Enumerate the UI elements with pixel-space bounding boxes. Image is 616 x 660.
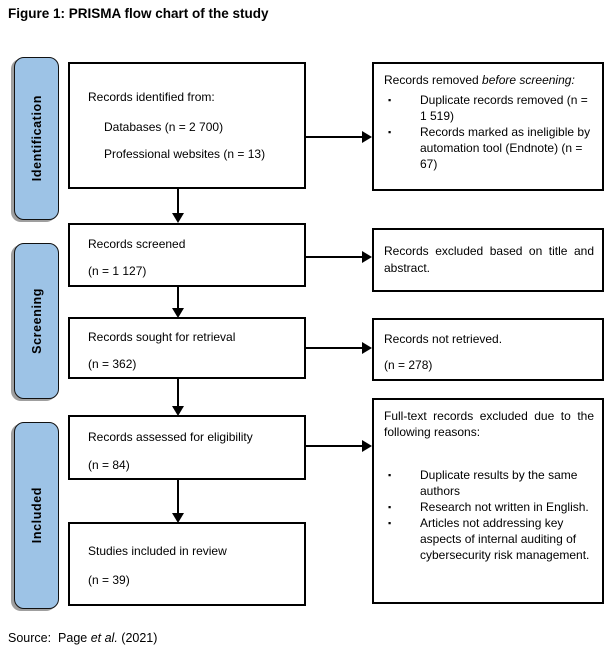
records-identified-databases: Databases (n = 2 700) (104, 120, 224, 134)
arrow-right-identified-to-removed (306, 131, 372, 143)
studies-included-count: (n = 39) (88, 573, 130, 587)
bullet-not-english: ▪ Research not written in English. (384, 499, 594, 515)
box-records-removed: Records removed before screening: ▪ Dupl… (372, 62, 604, 191)
records-screened-label: Records screened (88, 237, 186, 251)
records-sought-label: Records sought for retrieval (88, 330, 236, 344)
fulltext-excluded-bullets: ▪ Duplicate results by the same authors … (384, 467, 594, 563)
bullet-square-icon: ▪ (388, 95, 392, 105)
box-studies-included: Studies included in review (n = 39) (68, 522, 306, 606)
records-screened-count: (n = 1 127) (88, 264, 147, 278)
records-not-retrieved-count: (n = 278) (384, 358, 433, 372)
studies-included-label: Studies included in review (88, 544, 227, 558)
bullet-duplicate-results: ▪ Duplicate results by the same authors (384, 467, 594, 499)
box-records-screened: Records screened (n = 1 127) (68, 223, 306, 287)
bullet-square-icon: ▪ (388, 518, 392, 528)
stage-identification-label: Identification (29, 95, 44, 182)
arrow-down-assessed-to-included (172, 480, 184, 523)
stage-identification: Identification (14, 57, 59, 220)
box-records-sought: Records sought for retrieval (n = 362) (68, 317, 306, 379)
source-citation: Source: Page et al. (2021) (8, 631, 158, 645)
stage-screening-label: Screening (29, 288, 44, 354)
records-identified-heading: Records identified from: (88, 90, 215, 104)
arrow-right-screened-to-excluded (306, 251, 372, 263)
box-records-not-retrieved: Records not retrieved. (n = 278) (372, 318, 604, 381)
box-fulltext-excluded: Full-text records excluded due to the fo… (372, 398, 604, 604)
records-excluded-title-text: Records excluded based on title and abst… (384, 244, 598, 275)
arrow-right-sought-to-not-retrieved (306, 342, 372, 354)
records-sought-count: (n = 362) (88, 357, 137, 371)
box-records-assessed: Records assessed for eligibility (n = 84… (68, 415, 306, 480)
bullet-square-icon: ▪ (388, 127, 392, 137)
bullet-square-icon: ▪ (388, 502, 392, 512)
stage-included: Included (14, 422, 59, 609)
figure-title: Figure 1: PRISMA flow chart of the study (8, 6, 269, 21)
stage-screening: Screening (14, 243, 59, 399)
bullet-square-icon: ▪ (388, 470, 392, 480)
bullet-not-addressing-key-aspects: ▪ Articles not addressing key aspects of… (384, 515, 594, 563)
bullet-automation-ineligible: ▪ Records marked as ineligible by automa… (384, 124, 594, 172)
bullet-duplicates-removed: ▪ Duplicate records removed (n = 1 519) (384, 92, 594, 124)
records-not-retrieved-label: Records not retrieved. (384, 332, 503, 346)
box-records-identified: Records identified from: Databases (n = … (68, 62, 306, 189)
stage-included-label: Included (29, 487, 44, 544)
records-assessed-label: Records assessed for eligibility (88, 430, 253, 444)
box-records-excluded-title: Records excluded based on title and abst… (372, 228, 604, 292)
records-identified-websites: Professional websites (n = 13) (104, 147, 266, 161)
records-removed-bullets: ▪ Duplicate records removed (n = 1 519) … (384, 92, 594, 172)
records-assessed-count: (n = 84) (88, 458, 130, 472)
arrow-down-screened-to-sought (172, 287, 184, 318)
fulltext-excluded-heading: Full-text records excluded due to the fo… (384, 409, 598, 439)
arrow-right-assessed-to-fulltext (306, 440, 372, 452)
arrow-down-identified-to-screened (172, 189, 184, 223)
records-removed-heading: Records removed before screening: (384, 73, 575, 87)
arrow-down-sought-to-assessed (172, 379, 184, 416)
